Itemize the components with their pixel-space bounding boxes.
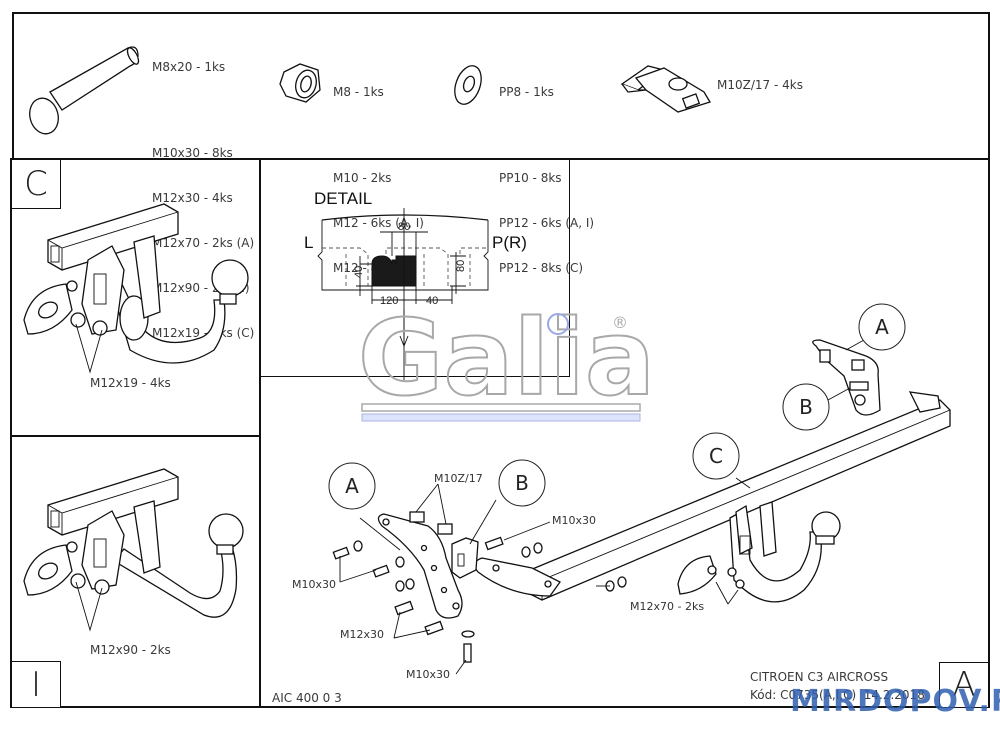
bolt-line: M12x70 - 2ks (A) — [152, 236, 255, 250]
logo-wordmark: Galia — [358, 297, 655, 419]
washer-line — [499, 130, 594, 141]
washer-line: PP12 - 6ks (A, I) — [499, 216, 595, 230]
towbar-variant-i-drawing — [23, 468, 244, 618]
left-bracket-b — [451, 537, 479, 579]
detail-dim-bottom-left: 120 — [380, 295, 398, 307]
washer-line: PP10 - 8ks — [499, 171, 562, 185]
galia-logo: Galia ® — [357, 296, 656, 422]
washer-line: PP8 - 1ks — [499, 85, 554, 99]
washer-line: PP12 - 8ks (C) — [499, 261, 584, 275]
logo-underline-accent — [361, 413, 641, 422]
nut-line: M10 - 2ks — [333, 171, 392, 185]
bubble-a-right — [858, 303, 906, 351]
bubble-a-right-text: A — [875, 315, 889, 339]
logo-dot-icon — [547, 313, 569, 335]
cage-nut-icon — [620, 65, 711, 113]
detail-dim-top: 80 — [398, 221, 410, 233]
callout-m12x30: M12x30 — [340, 628, 384, 641]
bolt-set-m10-right — [484, 536, 627, 592]
detail-title: DETAIL — [314, 189, 372, 208]
bolt-line: M12x19 - 4ks (C) — [152, 326, 255, 340]
bubble-b-right-text: B — [799, 395, 813, 419]
variant-i-callout-leader — [75, 581, 103, 632]
bolt-set-m10-left — [332, 540, 405, 578]
logo-underline — [361, 403, 641, 412]
variant-c-label: C — [11, 159, 61, 209]
hex-bolt-icon — [29, 46, 140, 135]
left-bracket-a — [377, 513, 463, 619]
variant-i-callout: M12x90 - 2ks — [90, 643, 171, 657]
bubble-b-left — [498, 459, 546, 507]
detail-left-label: L — [304, 233, 313, 252]
bolt-m10-bottom — [461, 630, 475, 663]
bolt-line: M10x30 - 8ks — [152, 146, 233, 160]
bubble-b-right — [782, 383, 830, 431]
registered-mark: ® — [612, 313, 628, 332]
product-code-date: Kód: C0735(A,I,C) 14.2.2018 — [750, 688, 925, 702]
right-bracket-b — [849, 381, 869, 391]
bolt-line: M8x20 - 1ks — [152, 60, 226, 74]
towbar-main-assembly-drawing: A B C A B M10Z/17 M10x30 M10x30 M12x30 M… — [292, 303, 951, 681]
nut-line: M12 - 6ks (A, I) — [333, 216, 424, 230]
cage-nut-label: M10Z/17 - 4ks — [717, 78, 803, 92]
callout-m10x30-right: M10x30 — [552, 514, 596, 527]
detail-dim-bottom-right: 40 — [426, 295, 438, 307]
main-drawing-frame — [10, 158, 990, 708]
detail-right-label: P(R) — [492, 233, 527, 252]
variant-i-label: I — [11, 661, 61, 708]
nut-line: M8 - 1ks — [333, 85, 384, 99]
variant-row-divider — [11, 435, 260, 437]
bubble-a-left — [328, 462, 376, 510]
bubble-c — [692, 432, 740, 480]
callout-m10x30-bottom: M10x30 — [406, 668, 450, 681]
detail-box-frame — [260, 159, 570, 377]
washer-list: PP8 - 1ks PP10 - 8ks PP12 - 6ks (A, I) P… — [499, 55, 594, 291]
nut-line — [333, 130, 424, 141]
towbar-variant-c-drawing — [23, 203, 249, 364]
callout-m10x30-left: M10x30 — [292, 578, 336, 591]
callout-cage-nut: M10Z/17 — [434, 472, 483, 485]
variant-c-callout: M12x19 - 4ks — [90, 376, 171, 390]
detail-dim-right-height: 80 — [455, 260, 467, 272]
bubble-a-left-text: A — [345, 474, 359, 498]
callout-m12x70: M12x70 - 2ks — [630, 600, 704, 613]
bolt-line: M12x30 - 4ks — [152, 191, 233, 205]
variant-a-label: A — [939, 662, 989, 708]
bubble-c-text: C — [709, 444, 723, 468]
watermark: MIRDOPOV.RU — [790, 684, 1000, 719]
variant-c-callout-leader — [75, 323, 103, 374]
bolt-line — [152, 105, 254, 116]
vehicle-name: CITROEN C3 AIRCROSS — [750, 670, 889, 684]
variant-column-divider — [259, 159, 261, 707]
detail-dim-left-height: 40 — [353, 266, 365, 278]
detail-drawing: DETAIL L P(R) 80 40 80 120 40 — [304, 189, 527, 380]
bubble-b-left-text: B — [515, 471, 529, 495]
hex-nut-icon — [279, 63, 321, 103]
drawing-code: AIC 400 0 3 — [272, 691, 342, 705]
washer-icon — [454, 65, 482, 105]
